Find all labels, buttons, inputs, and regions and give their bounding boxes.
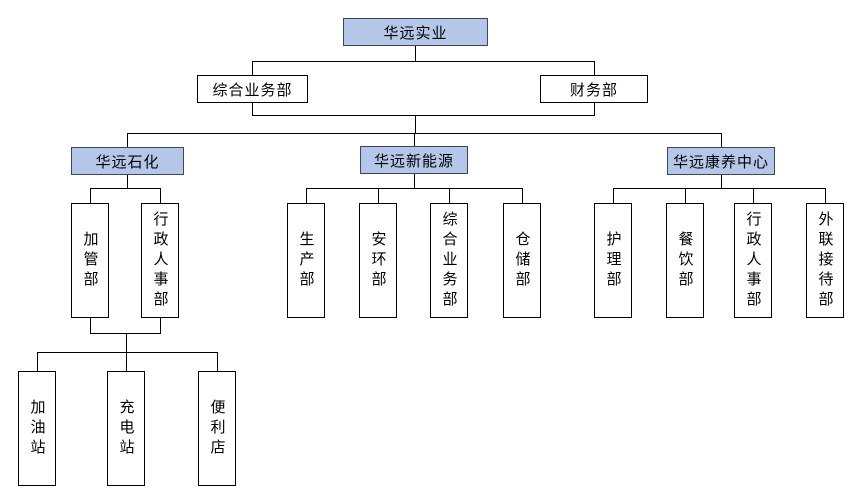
connector-line — [415, 46, 416, 61]
node-label: 华远康养中心 — [672, 153, 769, 171]
connector-line — [594, 61, 595, 75]
node-label: 财务部 — [569, 81, 618, 99]
connector-line — [127, 175, 128, 189]
node-label: 仓储部 — [513, 230, 531, 291]
node-label: 华远新能源 — [373, 152, 454, 170]
node-huayuan-wellness-center[interactable]: 华远康养中心 — [667, 147, 775, 175]
node-finance-dept[interactable]: 财务部 — [540, 75, 648, 103]
connector-line — [217, 352, 218, 371]
connector-line — [90, 188, 161, 189]
connector-line — [522, 188, 523, 203]
node-safety-environment-dept[interactable]: 安环部 — [359, 203, 397, 318]
node-label: 行政人事部 — [151, 210, 169, 311]
connector-line — [252, 61, 595, 62]
node-label: 综合业务部 — [212, 81, 293, 99]
connector-line — [414, 174, 415, 189]
connector-line — [753, 188, 754, 203]
node-label: 安环部 — [369, 230, 387, 291]
node-general-business-dept[interactable]: 综合业务部 — [197, 75, 308, 103]
connector-line — [415, 115, 416, 134]
connector-line — [721, 175, 722, 189]
node-huayuan-petrochemical[interactable]: 华远石化 — [71, 147, 184, 175]
connector-line — [90, 333, 161, 334]
connector-line — [37, 352, 38, 371]
connector-line — [127, 133, 722, 134]
connector-line — [127, 133, 128, 147]
node-admin-hr-dept-petrochemical[interactable]: 行政人事部 — [141, 203, 179, 318]
connector-line — [252, 61, 253, 75]
connector-line — [594, 103, 595, 116]
node-label: 餐饮部 — [676, 230, 694, 291]
node-warehouse-dept[interactable]: 仓储部 — [503, 203, 541, 318]
node-production-dept[interactable]: 生产部 — [287, 203, 325, 318]
connector-line — [90, 318, 91, 333]
node-catering-dept[interactable]: 餐饮部 — [666, 203, 704, 318]
connector-line — [449, 188, 450, 203]
connector-line — [414, 133, 415, 146]
connector-line — [160, 188, 161, 203]
node-gas-station[interactable]: 加油站 — [18, 371, 56, 486]
connector-line — [126, 333, 127, 352]
node-label: 护理部 — [604, 230, 622, 291]
node-label: 加管部 — [81, 230, 99, 291]
node-label: 综合业务部 — [440, 210, 458, 311]
connector-line — [90, 188, 91, 203]
node-label: 华远石化 — [95, 153, 160, 171]
node-label: 加油站 — [28, 398, 46, 459]
node-general-business-dept-new-energy[interactable]: 综合业务部 — [430, 203, 468, 318]
connector-line — [613, 188, 826, 189]
node-nursing-dept[interactable]: 护理部 — [594, 203, 632, 318]
connector-line — [825, 188, 826, 203]
node-convenience-store[interactable]: 便利店 — [198, 371, 236, 486]
node-label: 行政人事部 — [744, 210, 762, 311]
connector-line — [252, 103, 253, 116]
node-label: 充电站 — [117, 398, 135, 459]
connector-line — [160, 318, 161, 333]
connector-line — [126, 352, 127, 371]
connector-line — [685, 188, 686, 203]
connector-line — [306, 188, 523, 189]
connector-line — [306, 188, 307, 203]
node-huayuan-new-energy[interactable]: 华远新能源 — [360, 146, 468, 174]
connector-line — [613, 188, 614, 203]
connector-line — [37, 352, 218, 353]
connector-line — [378, 188, 379, 203]
connector-line — [721, 133, 722, 147]
node-admin-hr-dept-wellness[interactable]: 行政人事部 — [734, 203, 772, 318]
node-label: 外联接待部 — [816, 210, 834, 311]
node-label: 华远实业 — [383, 24, 448, 42]
node-huayuan-industry[interactable]: 华远实业 — [343, 18, 488, 46]
node-gas-management-dept[interactable]: 加管部 — [71, 203, 109, 318]
node-label: 生产部 — [297, 230, 315, 291]
connector-line — [252, 115, 595, 116]
node-label: 便利店 — [208, 398, 226, 459]
node-external-liaison-reception-dept[interactable]: 外联接待部 — [806, 203, 844, 318]
node-charging-station[interactable]: 充电站 — [107, 371, 145, 486]
